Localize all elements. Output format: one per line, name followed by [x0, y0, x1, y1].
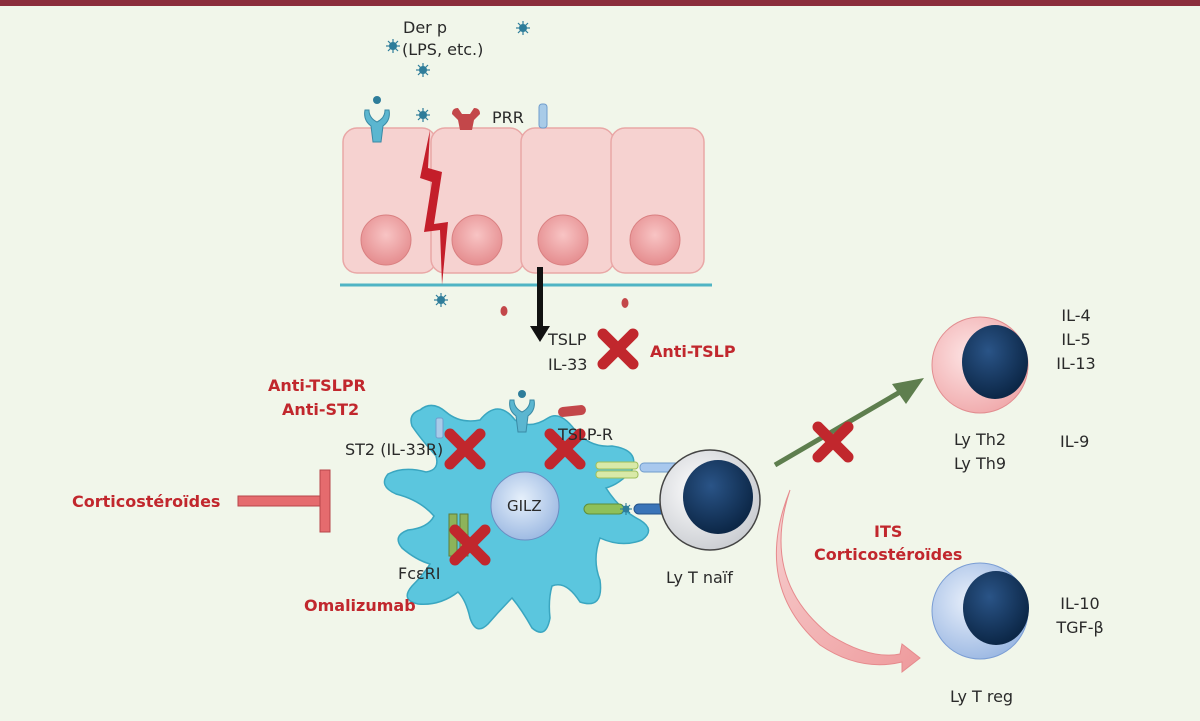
treg-cytokine-1: IL-10: [1060, 594, 1100, 613]
th9-cytokine: IL-9: [1060, 432, 1090, 451]
anti-tslpr-label: Anti-TSLPR: [268, 376, 366, 395]
block-x-icon: [449, 524, 491, 566]
epithelial-nucleus-2: [451, 214, 503, 266]
th2-cell-label: Ly Th2: [953, 430, 1007, 449]
cytokine-dots: [500, 298, 629, 316]
barrier-breach-icon: [420, 130, 448, 285]
allergen-particle-icon: [434, 293, 448, 307]
corticosteroid-inhibition: [237, 469, 331, 533]
gilz-label: GILZ: [507, 497, 542, 515]
th2-cytokine-2: IL-5: [1061, 330, 1091, 349]
block-x-icon: [444, 428, 486, 470]
epithelial-nucleus-1: [360, 214, 412, 266]
treg-cell-label: Ly T reg: [950, 687, 1014, 706]
il33-label: IL-33: [548, 355, 588, 374]
secretion-arrow: [530, 267, 550, 342]
naive-t-cell-label: Ly T naïf: [666, 568, 733, 587]
allergen-sublabel: (LPS, etc.): [402, 40, 484, 59]
block-x-icon: [812, 421, 854, 463]
treg-cell: [931, 562, 1029, 660]
allergen-particles: [386, 21, 530, 307]
epithelial-nucleus-4: [629, 214, 681, 266]
top-bar: [0, 0, 1200, 6]
corticosteroids-label: Corticostéroïdes: [72, 492, 221, 511]
its-corticosteroids-label: Corticostéroïdes: [814, 545, 963, 564]
allergen-particle-icon: [516, 21, 530, 35]
anti-tslp-label: Anti-TSLP: [650, 342, 736, 361]
st2-label: ST2 (IL-33R): [345, 440, 444, 459]
tslp-label: TSLP: [548, 330, 587, 349]
fceri-label: FcεRI: [398, 564, 441, 583]
naive-t-cell: [659, 449, 761, 551]
treg-cytokine-2: TGF-β: [1056, 618, 1104, 637]
receptor-icon: [435, 417, 444, 439]
epithelium: [340, 127, 712, 287]
anti-st2-label: Anti-ST2: [282, 400, 360, 419]
th2-cytokine-1: IL-4: [1061, 306, 1091, 325]
gilz-nucleus: [490, 471, 560, 541]
costim-receptor-icon: [583, 503, 625, 515]
tslpr-receptor-icon: [558, 405, 586, 417]
receptor-icon: [538, 103, 548, 129]
allergen-label: Der p: [403, 18, 447, 37]
its-label: ITS: [874, 522, 903, 541]
omalizumab-label: Omalizumab: [304, 596, 416, 615]
epithelial-receptors: [364, 96, 548, 143]
prr-label: PRR: [492, 108, 524, 127]
allergen-particle-icon: [416, 63, 430, 77]
mhc-receptor-icon: [595, 461, 639, 470]
allergen-particle-icon: [386, 39, 400, 53]
block-x-icon: [544, 428, 586, 470]
tlr-receptor-icon: [509, 390, 535, 433]
prr-receptor-icon: [452, 108, 480, 130]
epithelial-nucleus-3: [537, 214, 589, 266]
th9-cell-label: Ly Th9: [953, 454, 1007, 473]
block-x-icon: [597, 328, 639, 370]
allergen-particle-icon: [416, 108, 430, 122]
allergen-particle-icon: [620, 503, 632, 515]
th2-differentiation-arrow: [773, 378, 924, 468]
treg-differentiation-arrow: [775, 489, 921, 674]
tlr-receptor-icon: [364, 96, 390, 143]
block-marks: [444, 328, 854, 566]
th2-cytokine-3: IL-13: [1056, 354, 1096, 373]
tslpr-label: TSLP-R: [558, 425, 614, 444]
th2-cell: [931, 316, 1029, 414]
